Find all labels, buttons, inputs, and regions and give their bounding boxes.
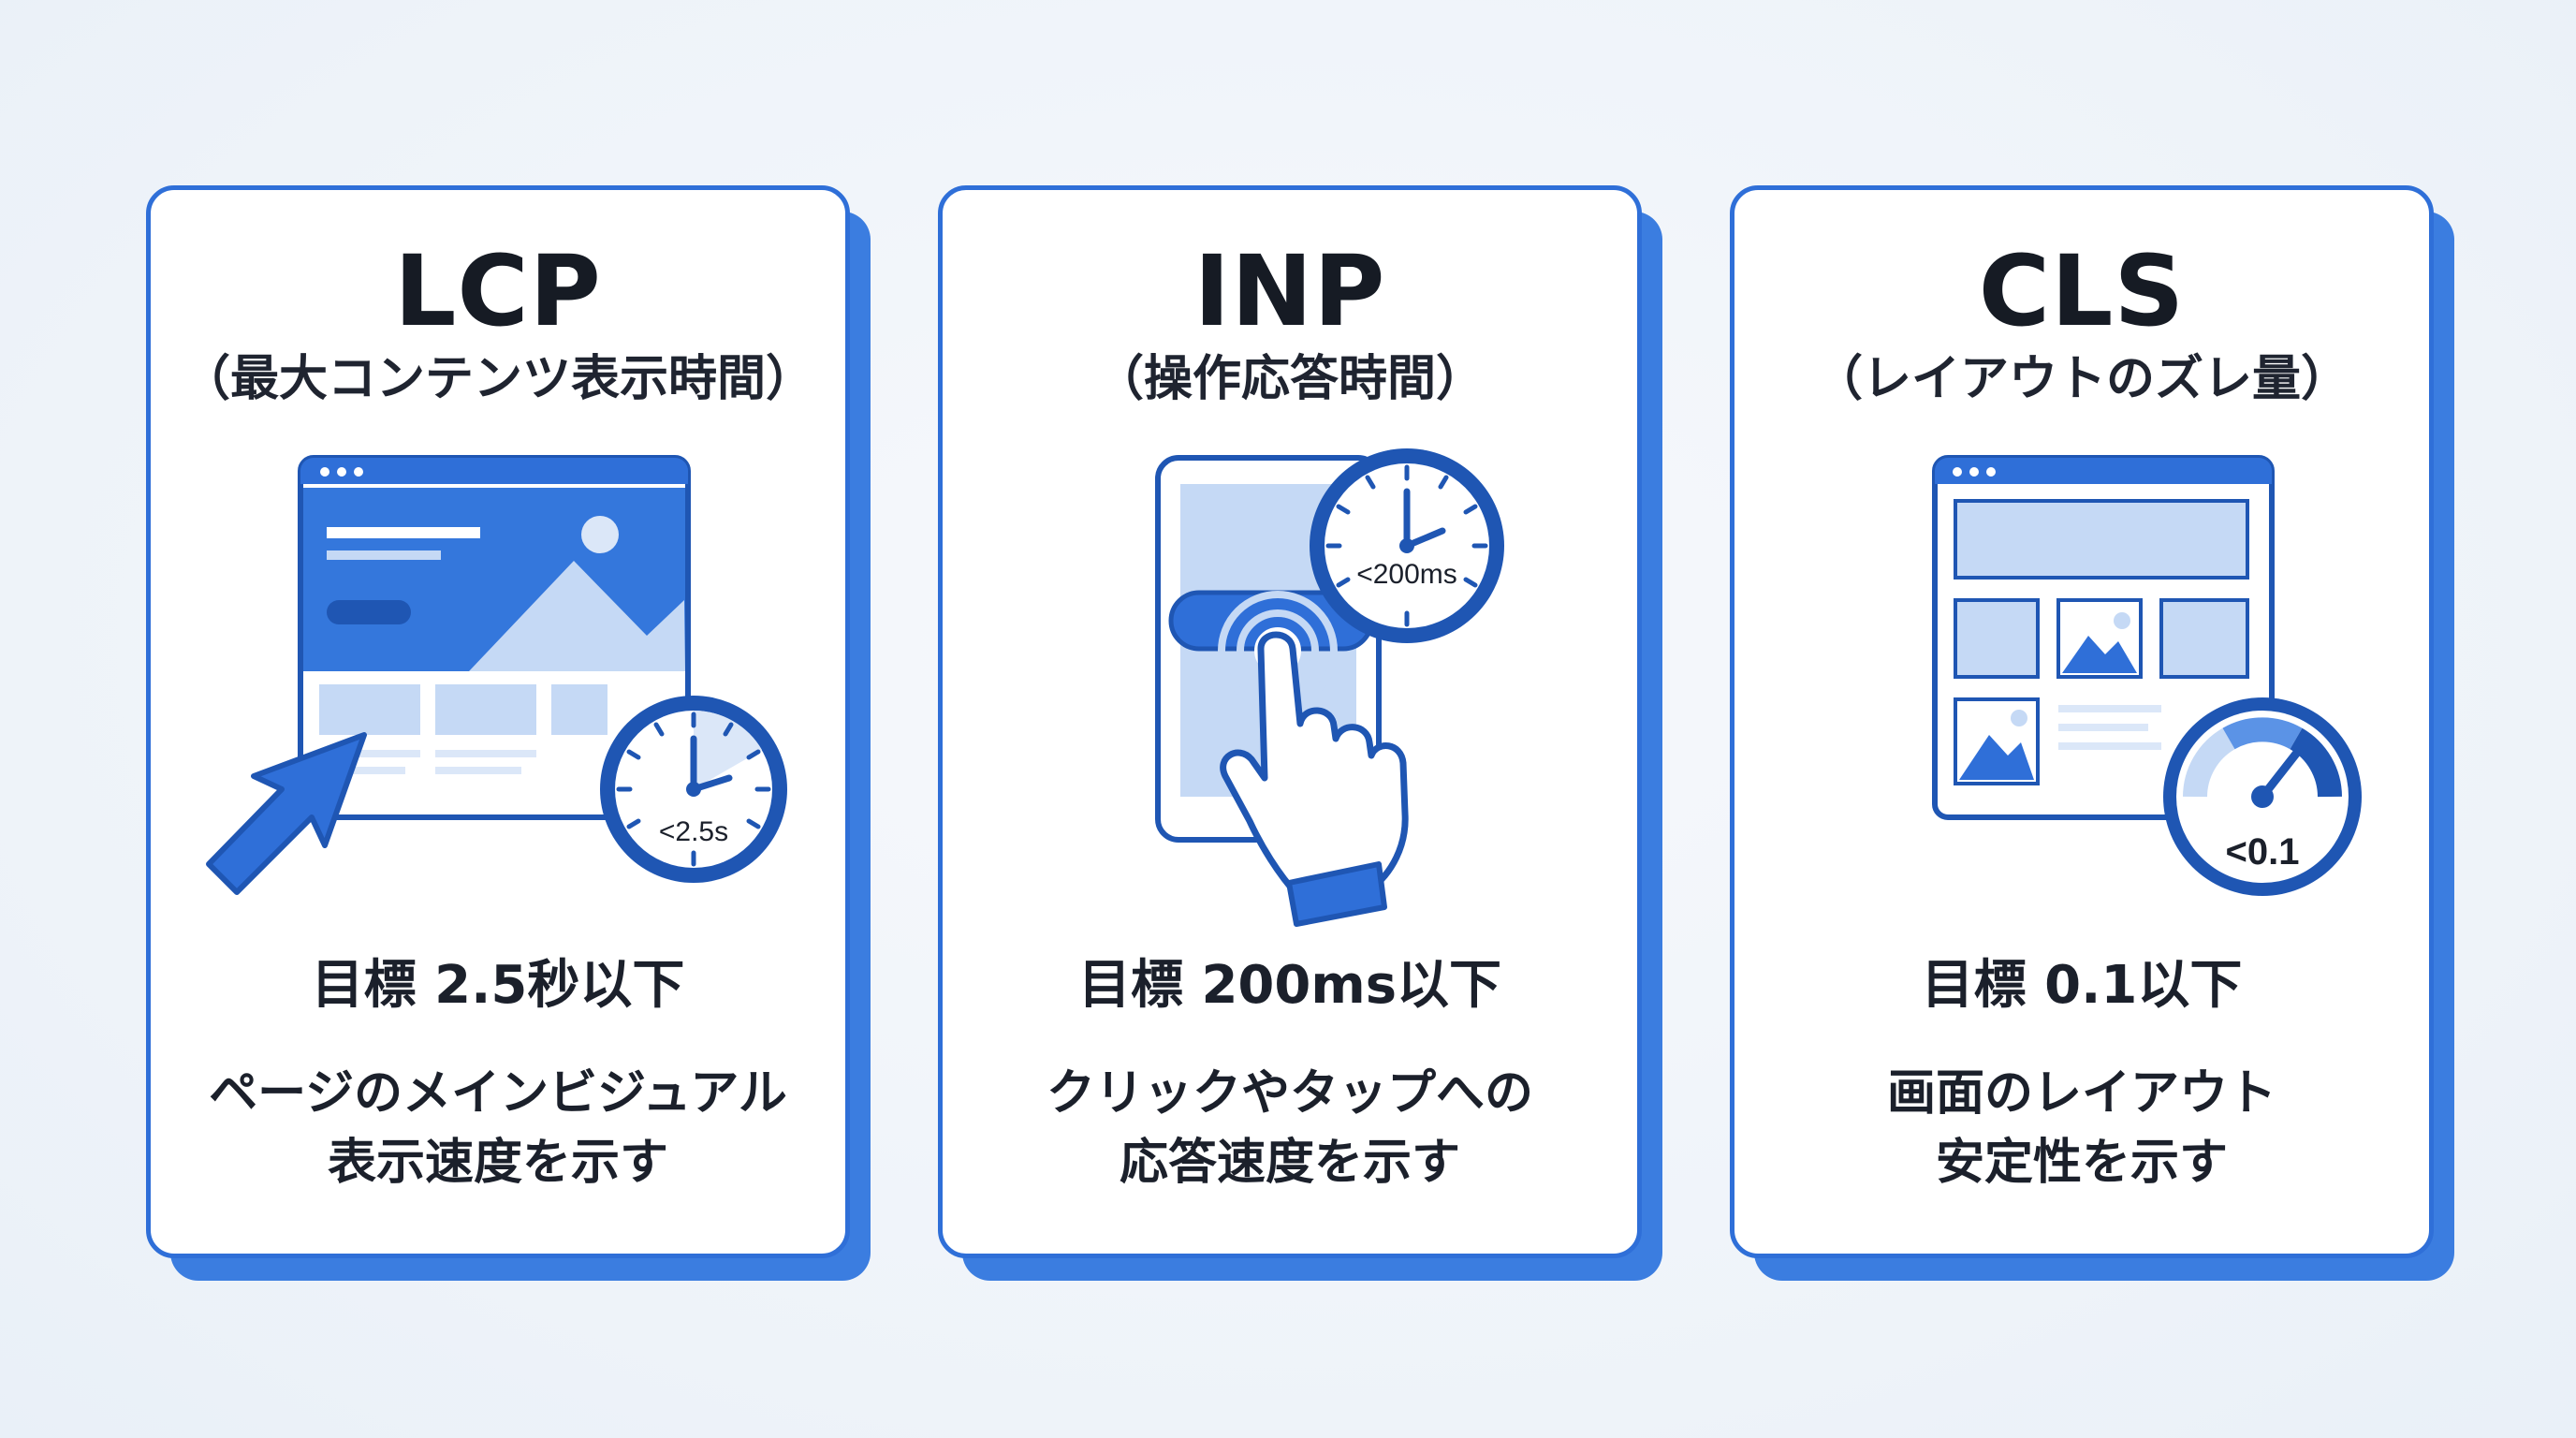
lcp-badge: <2.5s xyxy=(659,816,728,847)
card-subtitle: （レイアウトのズレ量） xyxy=(1813,351,2349,407)
cursor-arrow-icon xyxy=(206,732,367,895)
card-title: CLS xyxy=(1978,234,2186,348)
gauge-icon: <0.1 xyxy=(2163,697,2362,896)
card-target: 目標 2.5秒以下 xyxy=(311,955,685,1016)
desc-line: 応答速度を示す xyxy=(1119,1135,1460,1191)
layout-grid-icon xyxy=(1932,455,2275,820)
lcp-illustration: <2.5s xyxy=(206,455,787,895)
clock-icon: <200ms xyxy=(1310,448,1504,643)
desc-line: 画面のレイアウト xyxy=(1886,1065,2276,1122)
card-title: LCP xyxy=(394,234,602,348)
card-target: 目標 200ms以下 xyxy=(1077,955,1502,1016)
card-target: 目標 0.1以下 xyxy=(1921,955,2243,1016)
card-subtitle: （最大コンテンツ表示時間） xyxy=(181,351,814,407)
card-inp: INP （操作応答時間） xyxy=(938,185,1662,1281)
card-description: クリックやタップへの 応答速度を示す xyxy=(943,1059,1637,1197)
inp-illustration: <200ms xyxy=(1155,448,1504,927)
inp-badge: <200ms xyxy=(1356,559,1457,590)
card-description: 画面のレイアウト 安定性を示す xyxy=(1734,1059,2429,1197)
card-cls: CLS （レイアウトのズレ量） xyxy=(1730,185,2454,1281)
clock-icon: <2.5s xyxy=(600,696,787,883)
cls-illustration: <0.1 xyxy=(1932,455,2362,896)
card-subtitle: （操作応答時間） xyxy=(1094,351,1485,407)
desc-line: 安定性を示す xyxy=(1935,1135,2228,1191)
card-body: CLS （レイアウトのズレ量） xyxy=(1730,185,2434,1258)
desc-line: ページのメインビジュアル xyxy=(209,1065,787,1122)
desc-line: 表示速度を示す xyxy=(327,1135,668,1191)
card-description: ページのメインビジュアル 表示速度を示す xyxy=(151,1059,845,1197)
card-lcp: LCP （最大コンテンツ表示時間） xyxy=(146,185,871,1281)
card-title: INP xyxy=(1193,234,1386,348)
cls-badge: <0.1 xyxy=(2226,831,2300,873)
card-body: LCP （最大コンテンツ表示時間） xyxy=(146,185,850,1258)
browser-window-icon xyxy=(298,455,691,820)
tapping-hand-icon xyxy=(1220,631,1409,927)
desc-line: クリックやタップへの xyxy=(1046,1065,1533,1122)
card-body: INP （操作応答時間） xyxy=(938,185,1642,1258)
